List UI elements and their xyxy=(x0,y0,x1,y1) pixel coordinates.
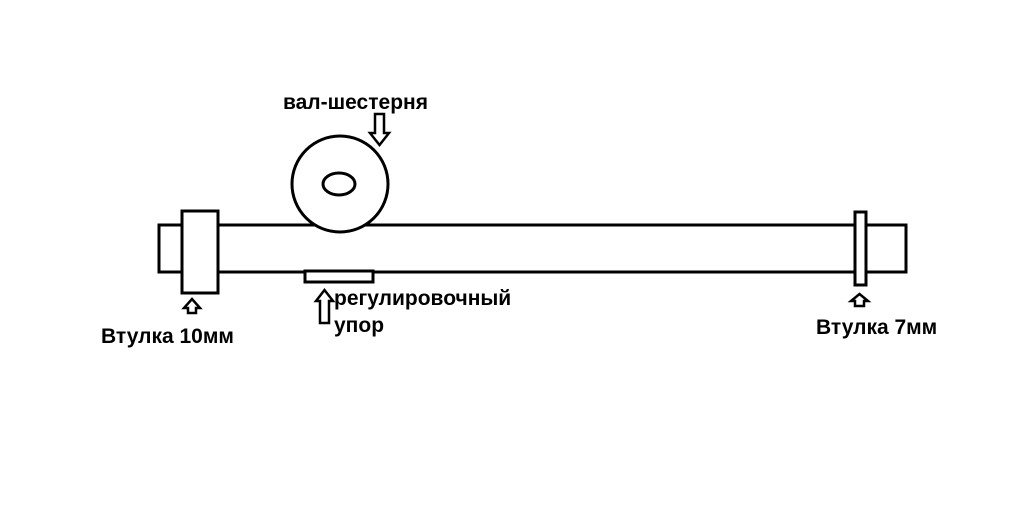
gear-inner-hole xyxy=(321,171,357,197)
bushing-7mm xyxy=(853,210,868,287)
label-gear-shaft: вал-шестерня xyxy=(283,91,428,114)
gear-shaft xyxy=(290,134,390,234)
label-bushing-10mm: Втулка 10мм xyxy=(101,325,234,348)
adjusting-stop xyxy=(303,269,375,284)
arrow-up-icon xyxy=(181,297,203,315)
shaft-bar xyxy=(157,223,908,274)
arrow-up-icon xyxy=(313,287,336,325)
arrow-up-icon xyxy=(847,292,872,308)
label-adjusting-stop-line2: упор xyxy=(334,314,384,337)
label-adjusting-stop-line1: регулировочный xyxy=(334,287,511,310)
label-bushing-7mm: Втулка 7мм xyxy=(816,316,937,339)
arrow-down-icon xyxy=(367,112,392,148)
bushing-10mm xyxy=(180,209,220,295)
